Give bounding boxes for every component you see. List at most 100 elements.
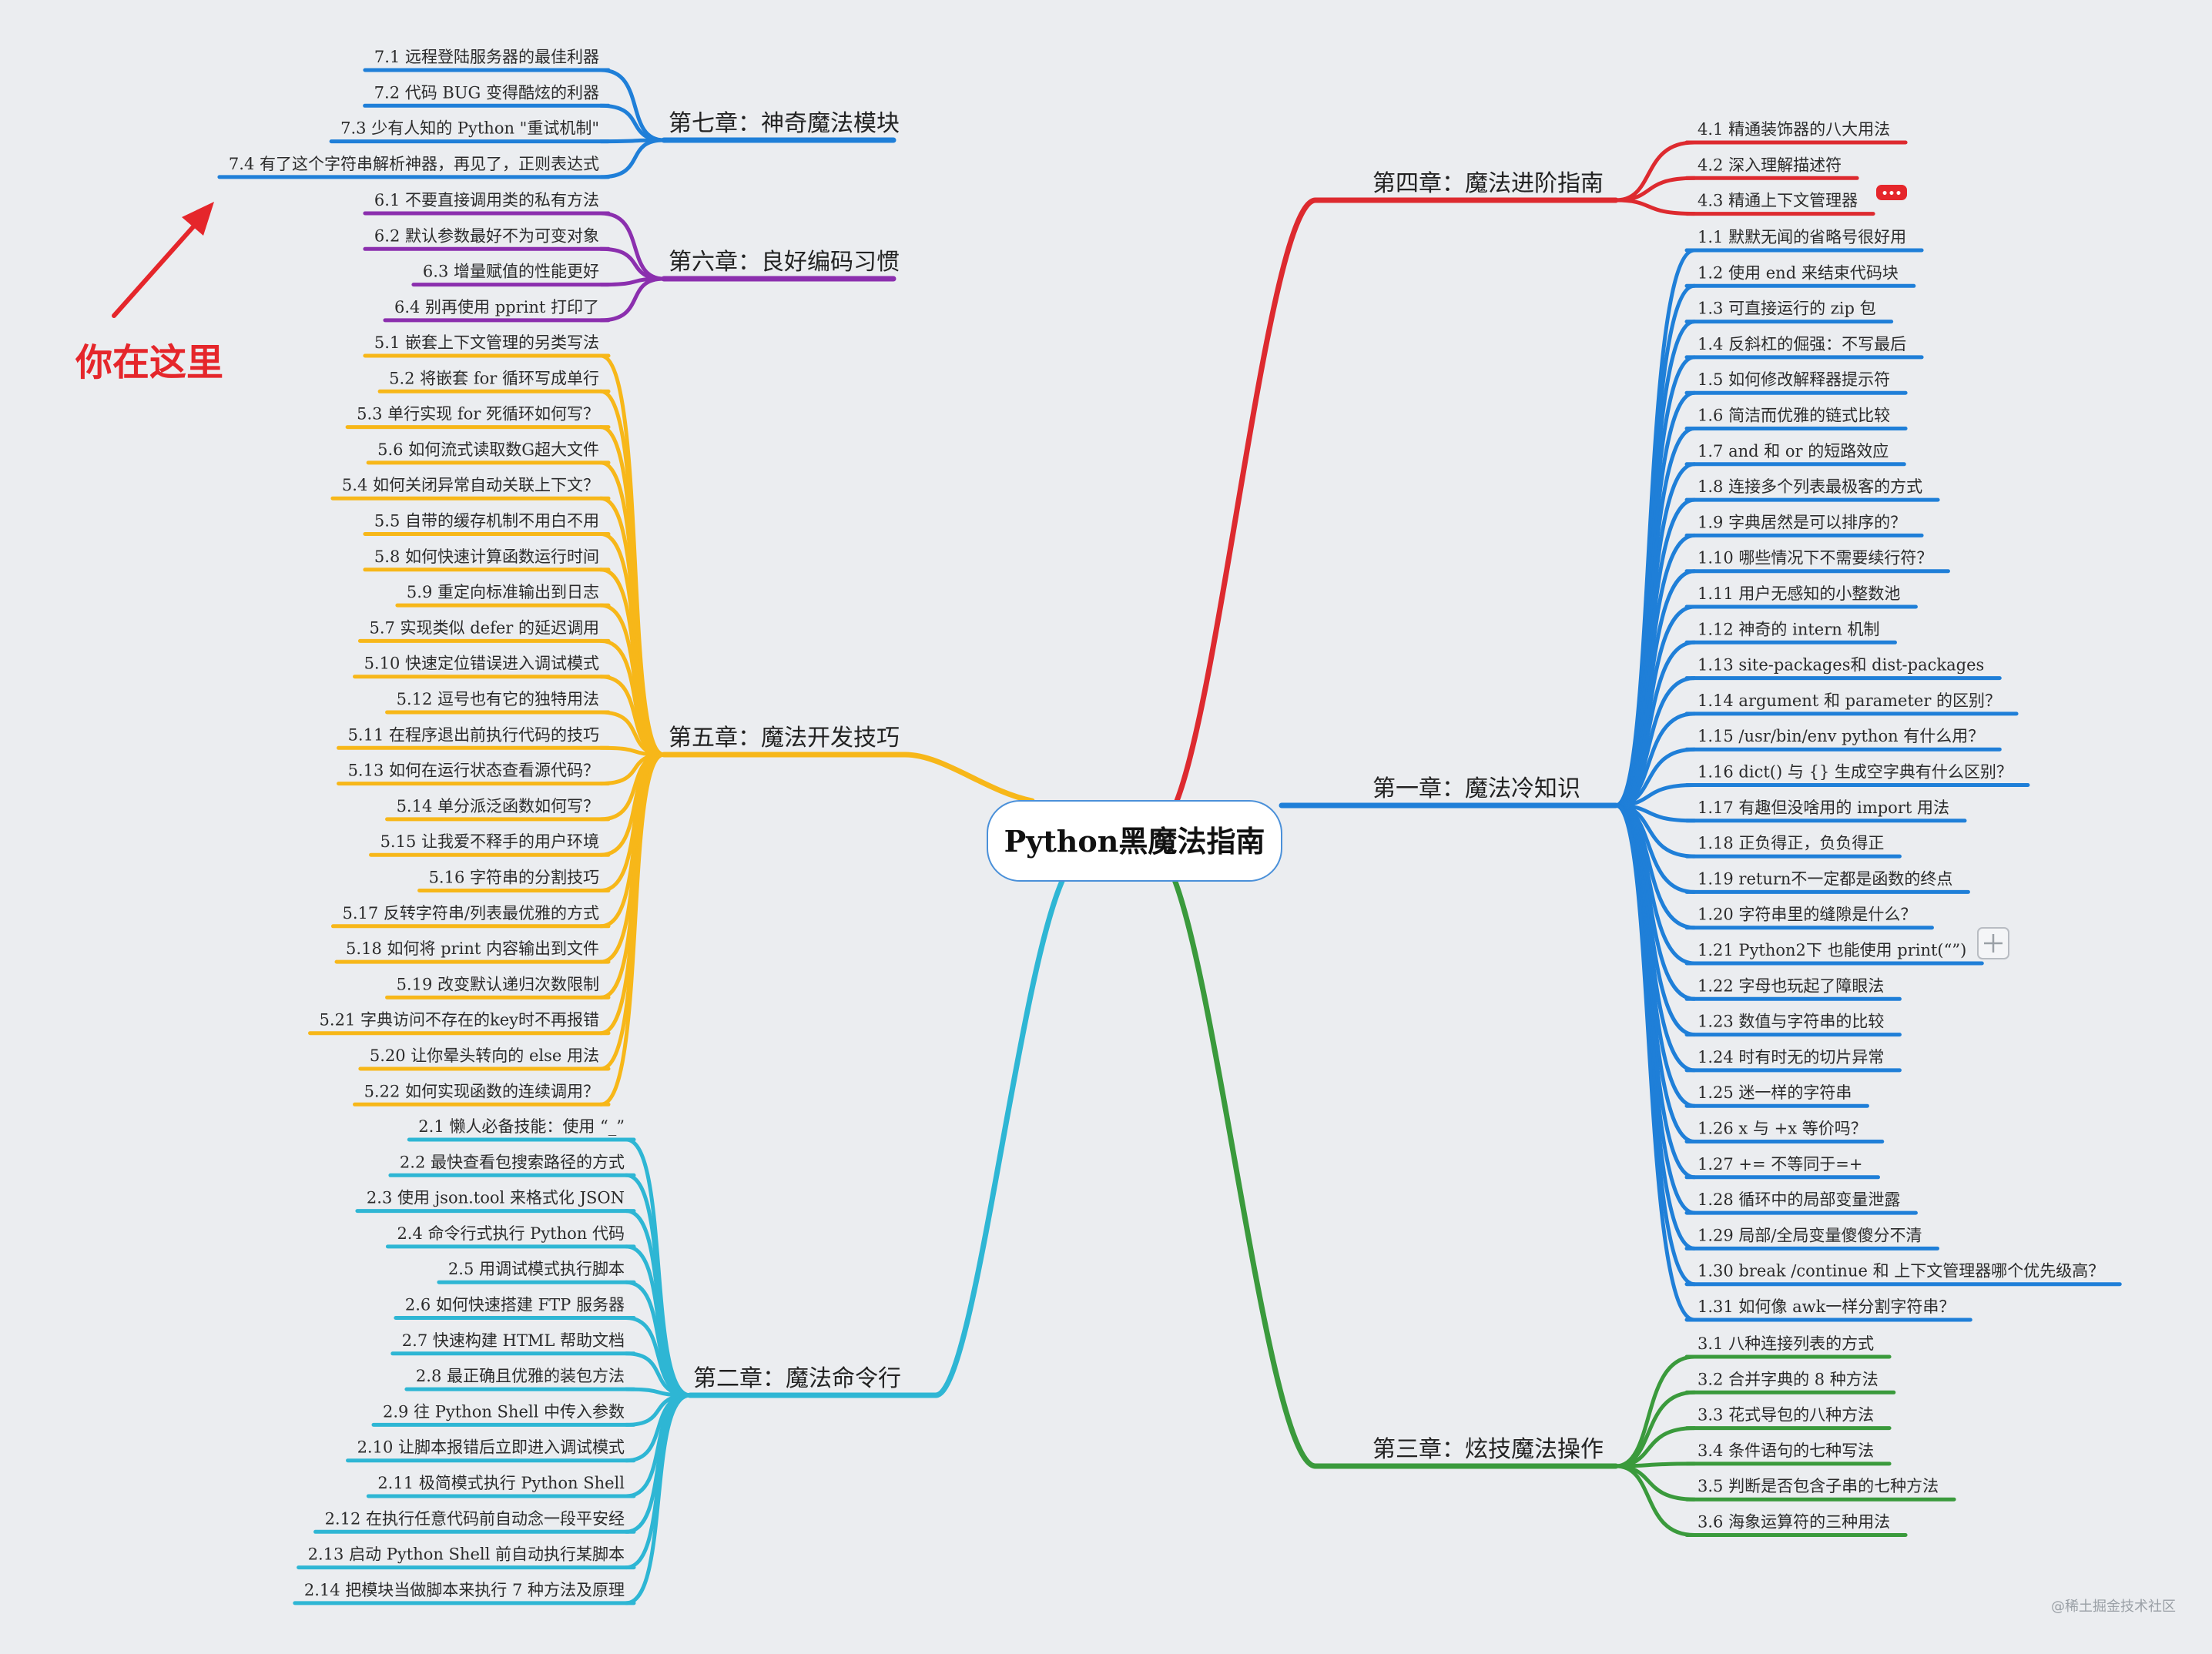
chapter-node-ch2[interactable]: 第二章：魔法命令行 xyxy=(693,1365,901,1392)
leaf-item[interactable]: 1.1 默默无闻的省略号很好用 xyxy=(1684,228,1924,253)
leaf-item[interactable]: 3.5 判断是否包含子串的七种方法 xyxy=(1684,1477,1956,1502)
leaf-label: 5.22 如何实现函数的连续调用？ xyxy=(364,1082,599,1100)
leaf-item[interactable]: 1.21 Python2下 也能使用 print(“”) xyxy=(1684,941,1984,966)
leaf-item[interactable]: 3.2 合并字典的 8 种方法 xyxy=(1684,1370,1896,1395)
leaf-item[interactable]: 1.16 dict() 与 {} 生成空字典有什么区别？ xyxy=(1684,763,2030,787)
leaf-item[interactable]: 1.6 简洁而优雅的链式比较 xyxy=(1684,407,1908,430)
leaf-item[interactable]: 6.3 增量赋值的性能更好 xyxy=(411,263,611,287)
leaf-item[interactable]: 7.4 有了这个字符串解析神器，再见了，正则表达式 xyxy=(217,155,611,179)
leaf-item[interactable]: 5.9 重定向标准输出到日志 xyxy=(395,583,611,608)
leaf-item[interactable]: 1.28 循环中的局部变量泄露 xyxy=(1684,1190,1918,1215)
leaf-item[interactable]: 1.11 用户无感知的小整数池 xyxy=(1684,584,1918,609)
leaf-item[interactable]: 7.2 代码 BUG 变得酷炫的利器 xyxy=(363,83,611,108)
leaf-label: 2.8 最正确且优雅的装包方法 xyxy=(416,1367,625,1385)
leaf-item[interactable]: 1.5 如何修改解释器提示符 xyxy=(1684,370,1908,395)
leaf-item[interactable]: 7.3 少有人知的 Python "重试机制" xyxy=(329,119,611,144)
leaf-item[interactable]: 2.9 往 Python Shell 中传入参数 xyxy=(371,1402,636,1427)
leaf-item[interactable]: 2.7 快速构建 HTML 帮助文档 xyxy=(390,1331,636,1356)
chapter-node-ch1[interactable]: 第一章：魔法冷知识 xyxy=(1372,775,1580,802)
leaf-item[interactable]: 1.7 and 和 or 的短路效应 xyxy=(1684,442,1906,467)
leaf-item[interactable]: 2.4 命令行式执行 Python 代码 xyxy=(385,1224,636,1249)
leaf-item[interactable]: 1.25 迷一样的字符串 xyxy=(1684,1083,1869,1108)
leaf-item[interactable]: 2.8 最正确且优雅的装包方法 xyxy=(404,1367,636,1391)
leaf-item[interactable]: 5.20 让你晕头转向的 else 用法 xyxy=(358,1046,611,1071)
leaf-item[interactable]: 3.1 八种连接列表的方式 xyxy=(1684,1334,1892,1359)
leaf-item[interactable]: 1.26 x 与 +x 等价吗？ xyxy=(1684,1120,1885,1143)
leaf-item[interactable]: 7.1 远程登陆服务器的最佳利器 xyxy=(363,48,611,72)
leaf-item[interactable]: 2.10 让脚本报错后立即进入调试模式 xyxy=(346,1438,636,1463)
leaf-item[interactable]: 1.2 使用 end 来结束代码块 xyxy=(1684,263,1916,288)
leaf-item[interactable]: 2.6 如何快速搭建 FTP 服务器 xyxy=(394,1296,636,1320)
leaf-item[interactable]: 5.19 改变默认递归次数限制 xyxy=(385,975,611,999)
leaf-item[interactable]: 1.4 反斜杠的倔强：不写最后 xyxy=(1684,335,1924,360)
leaf-item[interactable]: 2.13 启动 Python Shell 前自动执行某脚本 xyxy=(297,1545,636,1570)
leaf-item[interactable]: 2.1 懒人必备技能：使用 “_” xyxy=(407,1117,636,1142)
leaf-item[interactable]: 5.5 自带的缓存机制不用白不用 xyxy=(363,512,611,536)
leaf-item[interactable]: 3.4 条件语句的七种写法 xyxy=(1684,1441,1892,1466)
leaf-item[interactable]: 1.23 数值与字符串的比较 xyxy=(1684,1013,1902,1037)
leaf-item[interactable]: 1.30 break /continue 和 上下文管理器哪个优先级高？ xyxy=(1684,1262,2122,1287)
leaf-item[interactable]: 1.9 字典居然是可以排序的？ xyxy=(1684,513,1924,537)
leaf-item[interactable]: 5.8 如何快速计算函数运行时间 xyxy=(363,547,611,572)
leaf-item[interactable]: 5.17 反转字符串/列表最优雅的方式 xyxy=(330,904,611,929)
leaf-item[interactable]: 5.10 快速定位错误进入调试模式 xyxy=(353,655,611,679)
leaf-item[interactable]: 5.12 逗号也有它的独特用法 xyxy=(385,690,611,715)
leaf-label: 1.14 argument 和 parameter 的区别？ xyxy=(1698,691,2001,710)
add-node-button[interactable] xyxy=(1977,927,2009,959)
leaf-item[interactable]: 5.2 将嵌套 for 循环写成单行 xyxy=(377,369,611,393)
leaf-item[interactable]: 1.17 有趣但没啥用的 import 用法 xyxy=(1684,799,1967,823)
leaf-item[interactable]: 1.27 += 不等同于=+ xyxy=(1684,1155,1880,1180)
leaf-item[interactable]: 5.6 如何流式读取数G超大文件 xyxy=(366,440,611,465)
leaf-item[interactable]: 5.16 字符串的分割技巧 xyxy=(417,869,611,892)
leaf-item[interactable]: 5.1 嵌套上下文管理的另类写法 xyxy=(363,333,611,358)
leaf-item[interactable]: 2.14 把模块当做脚本来执行 7 种方法及原理 xyxy=(293,1581,636,1605)
leaf-item[interactable]: 4.2 深入理解描述符 xyxy=(1684,156,1859,180)
leaf-item[interactable]: 2.12 在执行任意代码前自动念一段平安经 xyxy=(313,1509,636,1534)
leaf-item[interactable]: 5.15 让我爱不释手的用户环境 xyxy=(369,832,611,857)
leaf-item[interactable]: 1.29 局部/全局变量傻傻分不清 xyxy=(1684,1226,1940,1251)
leaf-item[interactable]: 3.6 海象运算符的三种用法 xyxy=(1684,1513,1908,1537)
leaf-item[interactable]: 5.22 如何实现函数的连续调用？ xyxy=(353,1082,611,1107)
leaf-item[interactable]: 1.13 site-packages和 dist-packages xyxy=(1684,656,2002,681)
leaf-item[interactable]: 1.10 哪些情况下不需要续行符？ xyxy=(1684,549,1950,574)
leaf-item[interactable]: 1.14 argument 和 parameter 的区别？ xyxy=(1684,691,2019,716)
leaf-item[interactable]: 5.7 实现类似 defer 的延迟调用 xyxy=(357,618,611,643)
leaf-item[interactable]: 2.2 最快查看包搜索路径的方式 xyxy=(388,1153,636,1177)
ellipsis-icon: ••• xyxy=(1882,188,1902,200)
leaf-item[interactable]: 5.14 单分派泛函数如何写？ xyxy=(385,797,611,822)
leaf-item[interactable]: 1.20 字符串里的缝隙是什么？ xyxy=(1684,906,1934,930)
leaf-item[interactable]: 5.13 如何在运行状态查看源代码？ xyxy=(337,762,611,786)
leaf-item[interactable]: 1.12 神奇的 intern 机制 xyxy=(1684,620,1897,645)
leaf-item[interactable]: 5.11 在程序退出前执行代码的技巧 xyxy=(337,725,611,750)
leaf-item[interactable]: 4.1 精通装饰器的八大用法 xyxy=(1684,120,1908,145)
chapter-node-ch7[interactable]: 第七章：神奇魔法模块 xyxy=(669,110,900,137)
chapter-node-ch3[interactable]: 第三章：炫技魔法操作 xyxy=(1372,1436,1604,1463)
leaf-item[interactable]: 6.2 默认参数最好不为可变对象 xyxy=(363,226,611,251)
leaf-item[interactable]: 1.3 可直接运行的 zip 包 xyxy=(1684,300,1894,324)
leaf-item[interactable]: 2.5 用调试模式执行脚本 xyxy=(437,1260,636,1284)
leaf-item[interactable]: 1.19 return不一定都是函数的终点 xyxy=(1684,869,1970,894)
leaf-item[interactable]: 6.4 别再使用 pprint 打印了 xyxy=(383,298,611,323)
leaf-item[interactable]: 5.3 单行实现 for 死循环如何写？ xyxy=(345,405,611,430)
leaf-item[interactable]: 2.3 使用 json.tool 来格式化 JSON xyxy=(355,1189,636,1214)
chapter-node-ch6[interactable]: 第六章：良好编码习惯 xyxy=(669,249,900,276)
leaf-item[interactable]: 1.31 如何像 awk一样分割字符串？ xyxy=(1684,1297,1972,1322)
leaf-item[interactable]: 1.24 时有时无的切片异常 xyxy=(1684,1048,1902,1073)
leaf-item[interactable]: 1.22 字母也玩起了障眼法 xyxy=(1684,976,1902,1001)
chapter-node-ch5[interactable]: 第五章：魔法开发技巧 xyxy=(669,725,900,752)
arrow-line xyxy=(112,215,204,318)
collapsed-badge[interactable]: ••• xyxy=(1876,185,1907,200)
leaf-item[interactable]: 5.21 字典访问不存在的key时不再报错 xyxy=(308,1011,611,1036)
leaf-item[interactable]: 5.4 如何关闭异常自动关联上下文？ xyxy=(330,476,611,501)
leaf-item[interactable]: 3.3 花式导包的八种方法 xyxy=(1684,1406,1892,1431)
leaf-item[interactable]: 6.1 不要直接调用类的私有方法 xyxy=(363,191,611,216)
root-node[interactable]: Python黑魔法指南 xyxy=(987,800,1282,882)
leaf-item[interactable]: 2.11 极简模式执行 Python Shell xyxy=(366,1474,636,1498)
leaf-item[interactable]: 5.18 如何将 print 内容输出到文件 xyxy=(334,939,611,964)
leaf-item[interactable]: 1.8 连接多个列表最极客的方式 xyxy=(1684,477,1940,502)
chapter-node-ch4[interactable]: 第四章：魔法进阶指南 xyxy=(1372,170,1604,197)
leaf-item[interactable]: 1.18 正负得正，负负得正 xyxy=(1684,834,1902,859)
leaf-label: 1.4 反斜杠的倔强：不写最后 xyxy=(1698,335,1906,353)
leaf-item[interactable]: 1.15 /usr/bin/env python 有什么用？ xyxy=(1684,727,2002,752)
leaf-item[interactable]: 4.3 精通上下文管理器 xyxy=(1684,192,1875,216)
